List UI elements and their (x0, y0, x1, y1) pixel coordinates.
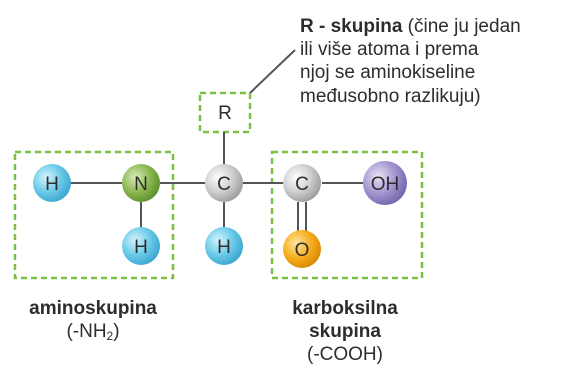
atom-h-under-n-label: H (134, 237, 148, 258)
r-group-line3: njoj se aminokiseline (300, 62, 476, 84)
carboxyl-group-title-line2: skupina (309, 321, 381, 343)
amino-formula-suffix: ) (113, 321, 120, 343)
atom-n-label: N (134, 174, 148, 195)
atom-o-label: O (295, 240, 310, 261)
atom-oh: OH (363, 161, 407, 205)
atom-o: O (283, 230, 321, 268)
amino-formula-prefix: (-NH (66, 321, 107, 343)
amino-group-label: aminoskupina (-NH2) (14, 297, 172, 343)
atom-h-under-c-label: H (217, 237, 231, 258)
atom-h-left-label: H (45, 174, 59, 195)
atom-c-alpha: C (205, 164, 243, 202)
atom-h-under-n: H (122, 227, 160, 265)
atom-oh-label: OH (371, 174, 400, 195)
amino-group-box (13, 150, 175, 280)
bond-r-leader (249, 49, 296, 94)
bonds (60, 49, 364, 232)
r-group-line4: međusobno razlikuju) (300, 85, 481, 107)
atom-c-alpha-label: C (217, 174, 231, 195)
r-group-title: R - skupina (300, 16, 403, 37)
r-group-line2: ili više atoma i prema (300, 39, 479, 61)
r-group-desc-line1: (čine ju jedan (402, 16, 521, 37)
carboxyl-group-box (270, 150, 424, 280)
amino-formula-subscript: 2 (106, 329, 114, 344)
atom-n: N (122, 164, 160, 202)
r-group-line1: R - skupina (čine ju jedan (300, 15, 521, 38)
carboxyl-group-title-line1: karboksilna (292, 298, 398, 319)
atom-c-carboxyl-label: C (295, 174, 309, 195)
amino-group-title: aminoskupina (29, 298, 157, 319)
atom-r-label: R (218, 103, 232, 124)
r-group-description: R - skupina (čine ju jedan ili više atom… (300, 15, 521, 108)
atom-h-left: H (33, 164, 71, 202)
atom-c-carboxyl: C (283, 164, 321, 202)
atom-h-under-c: H (205, 227, 243, 265)
amino-group-formula: (-NH2) (14, 320, 172, 343)
carboxyl-group-label: karboksilna skupina (-COOH) (270, 297, 420, 367)
carboxyl-group-formula: (-COOH) (307, 344, 383, 366)
